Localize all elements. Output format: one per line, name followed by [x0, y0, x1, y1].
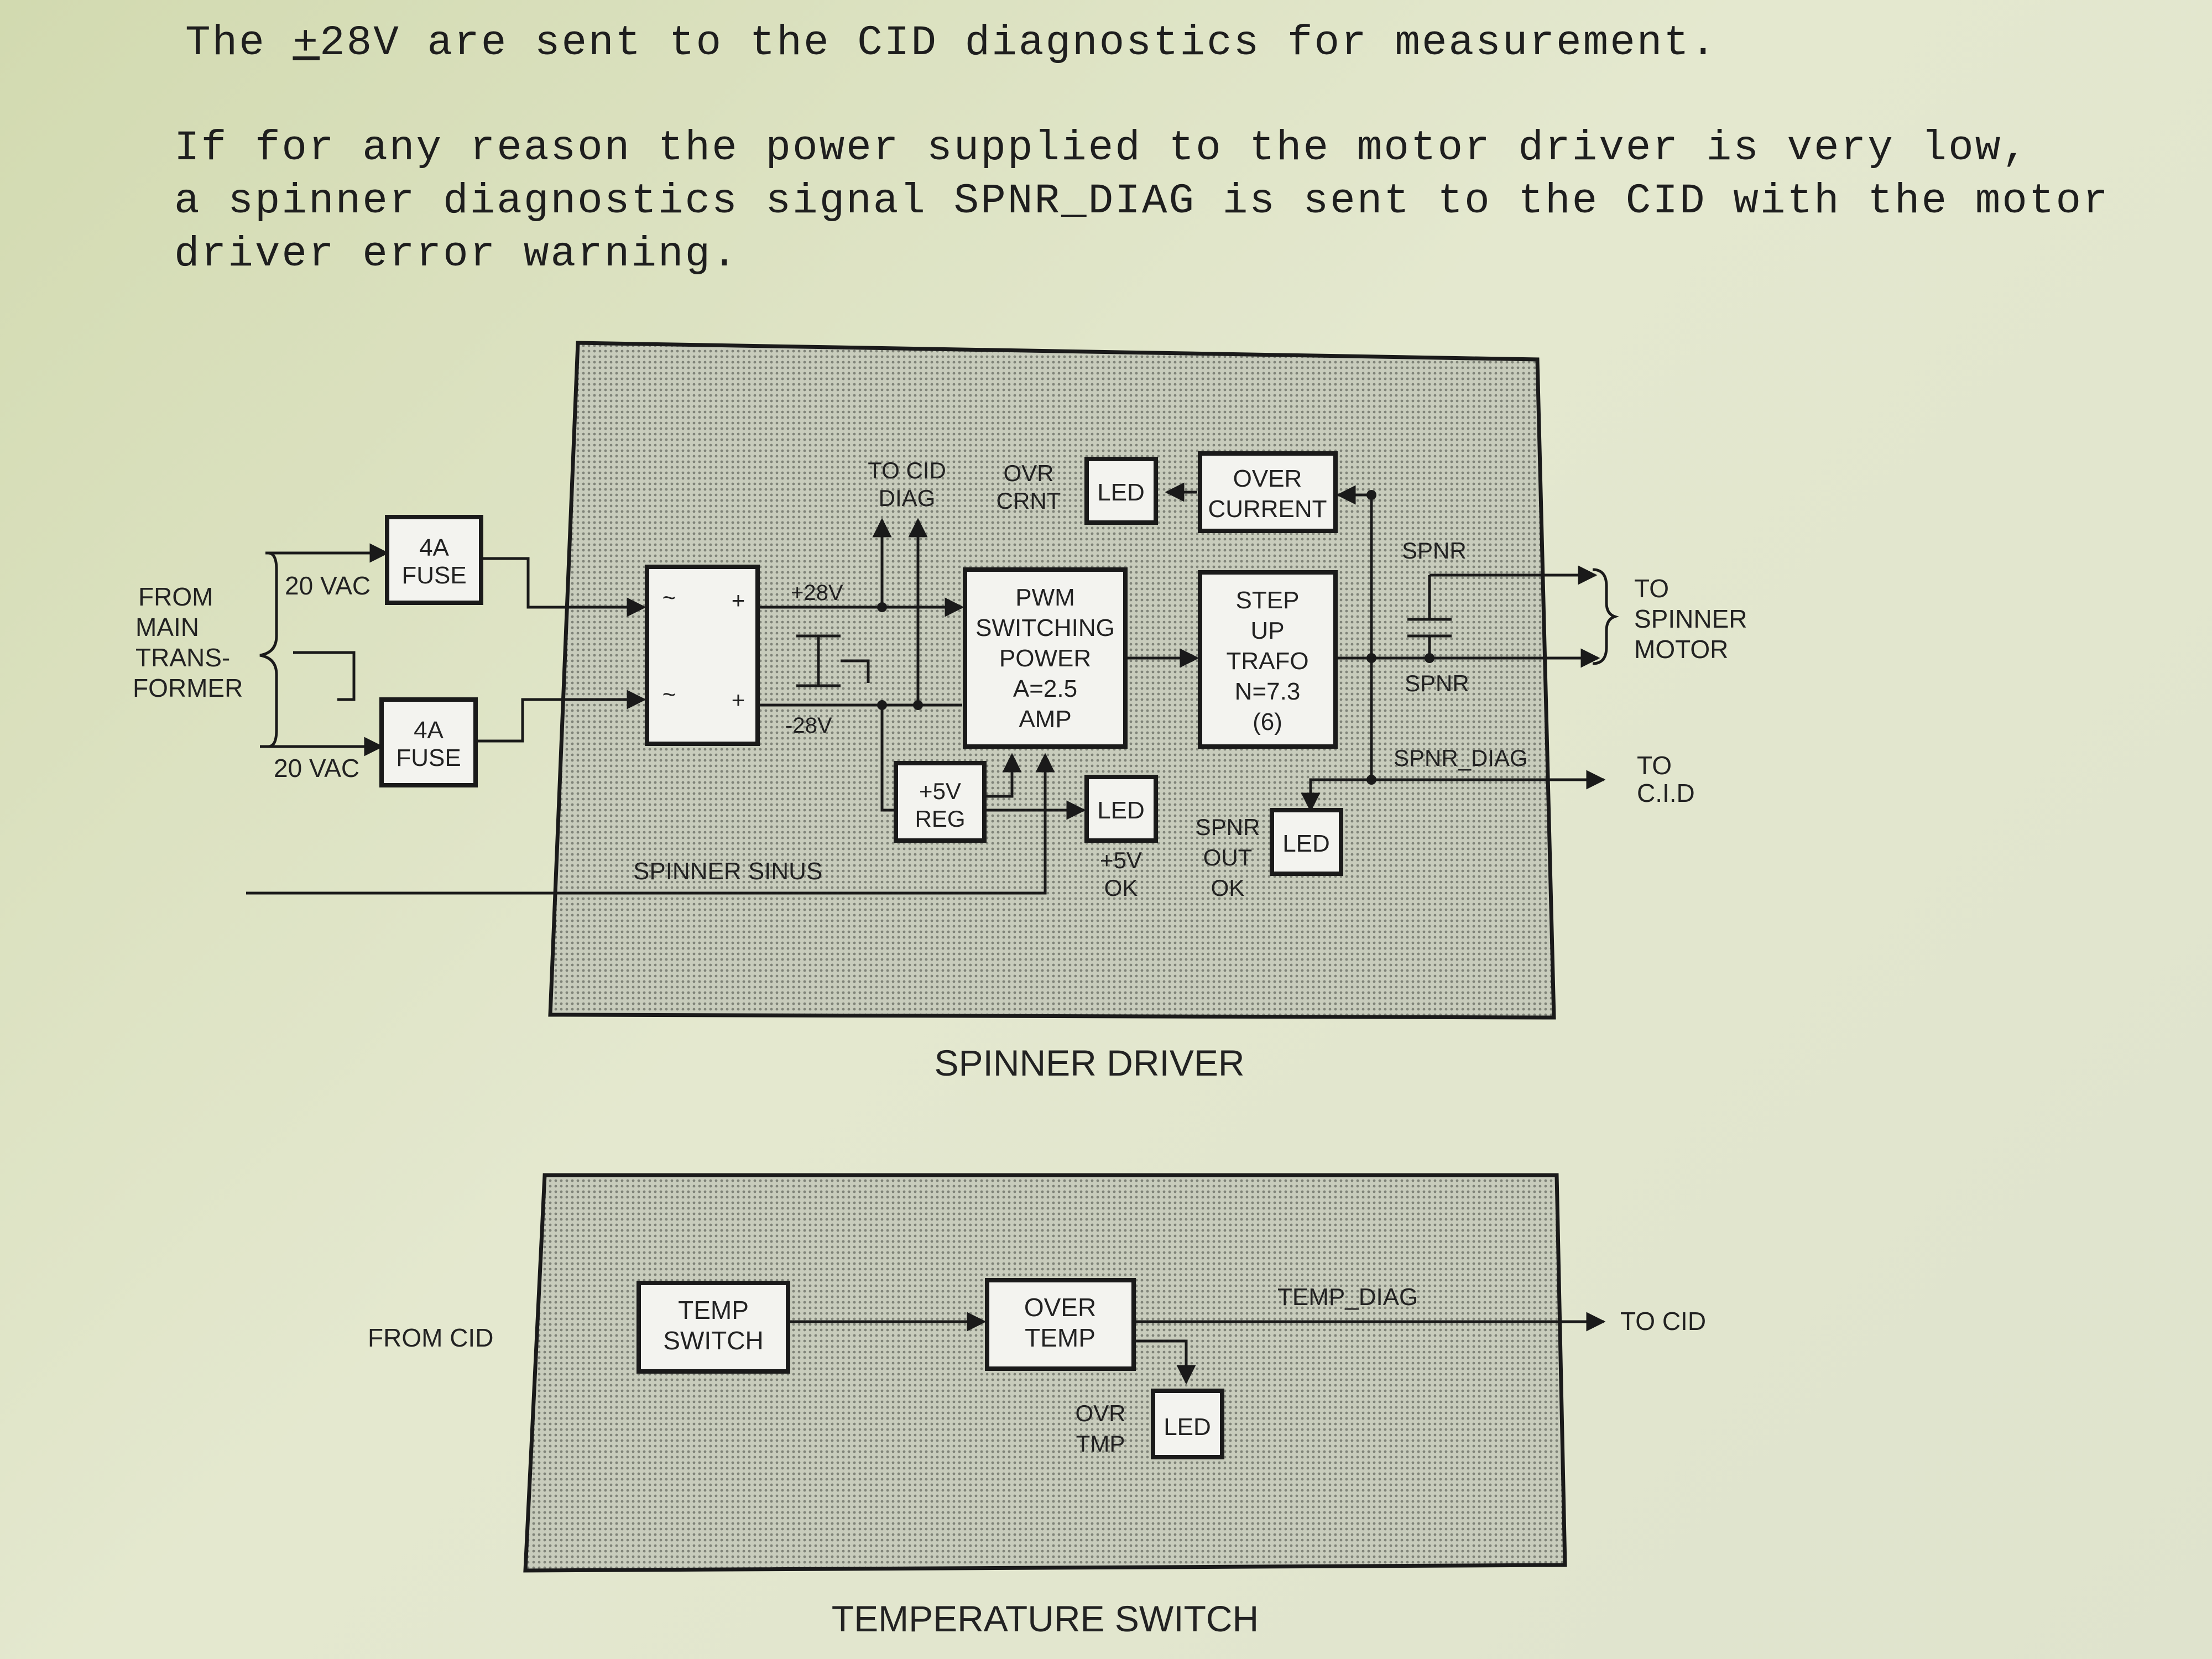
p1-text-b: 28V are sent to the CID diagnostics for … [320, 19, 1718, 67]
fuse-bottom-block: 4A FUSE [379, 697, 478, 787]
to-cid-label-2: C.I.D [1637, 779, 1695, 807]
fuse-top-label-2: FUSE [401, 562, 466, 589]
led-5v-ok-label: LED [1097, 797, 1145, 824]
spinner-sinus-label: SPINNER SINUS [633, 858, 822, 885]
reg-5v-label-1: +5V [919, 778, 961, 804]
pwm-label-3: POWER [999, 645, 1091, 672]
fuse-bottom-label-2: FUSE [396, 744, 461, 771]
over-current-block: OVER CURRENT [1198, 451, 1338, 533]
temperature-switch-shaded-area [523, 1173, 1567, 1573]
ovr-tmp-label-1: OVR [1075, 1400, 1125, 1426]
spinner-driver-diagram: 4A FUSE 4A FUSE ~ + ~ + PWM SWITCHING PO… [133, 341, 1747, 1083]
p2-line-2: a spinner diagnostics signal SPNR_DIAG i… [174, 178, 2110, 225]
over-current-label-2: CURRENT [1208, 495, 1327, 523]
spnr-top-label: SPNR [1402, 538, 1467, 564]
reg-5v-block: +5V REG [894, 761, 987, 843]
temp-diag-label: TEMP_DIAG [1277, 1284, 1418, 1311]
minus-28v-label: -28V [785, 713, 832, 738]
plus-28v-label: +28V [791, 581, 843, 605]
fuse-bottom-label-1: 4A [414, 717, 444, 744]
led-over-current: LED [1084, 457, 1158, 525]
rectifier-plus-bottom: + [732, 687, 745, 713]
temperature-switch-diagram: TEMP SWITCH OVER TEMP LED FROM CID TEMP_… [368, 1173, 1706, 1639]
spinner-driver-labels: FROM MAIN TRANS- FORMER 20 VAC 20 VAC +2… [133, 457, 1747, 1083]
ovr-crnt-label-2: CRNT [997, 488, 1061, 514]
from-cid-label: FROM CID [368, 1323, 493, 1352]
paragraph-28v: The +28V are sent to the CID diagnostics… [185, 17, 1718, 70]
spinner-driver-junctions [877, 490, 1434, 785]
temp-switch-label-2: SWITCH [663, 1326, 763, 1355]
fuse-top-label-1: 4A [419, 534, 449, 561]
to-cid-diag-label-2: DIAG [879, 485, 936, 511]
temp-switch-label-1: TEMP [678, 1296, 749, 1324]
temp-to-cid-label: TO CID [1620, 1307, 1706, 1335]
to-spinner-motor-label-2: SPINNER [1634, 604, 1747, 633]
to-spinner-motor-label-3: MOTOR [1634, 635, 1728, 664]
over-temp-label-1: OVER [1024, 1293, 1096, 1322]
spnr-bottom-label: SPNR [1405, 670, 1469, 696]
to-spinner-motor-label-1: TO [1634, 574, 1669, 603]
step-up-label-1: STEP [1236, 587, 1300, 614]
temperature-switch-labels: FROM CID TEMP_DIAG TO CID OVR TMP TEMPER… [368, 1284, 1706, 1639]
from-main-label-2: MAIN [135, 613, 199, 641]
from-main-label-1: FROM [138, 582, 213, 611]
paragraph-spnr-diag: If for any reason the power supplied to … [174, 122, 2110, 281]
spinner-driver-wires [246, 482, 1619, 895]
rectifier-ac-top: ~ [662, 585, 676, 611]
led-spnr-out-ok: LED [1270, 808, 1343, 876]
step-up-label-4: N=7.3 [1235, 678, 1301, 705]
spinner-driver-caption: SPINNER DRIVER [934, 1042, 1244, 1083]
led-5v-ok: LED [1084, 775, 1158, 843]
step-up-label-2: UP [1250, 617, 1284, 644]
ok-5v-label-2: OK [1104, 875, 1138, 901]
led-spnr-out-ok-label: LED [1282, 830, 1330, 857]
led-over-temp: LED [1151, 1389, 1224, 1459]
spnr-diag-label: SPNR_DIAG [1394, 745, 1528, 771]
led-over-temp-label: LED [1164, 1413, 1211, 1441]
vac-bottom-label: 20 VAC [274, 754, 359, 782]
temperature-switch-wires [788, 1312, 1606, 1385]
from-main-label-3: TRANS- [135, 643, 230, 672]
to-cid-diag-label-1: TO CID [868, 457, 946, 483]
step-up-label-5: (6) [1253, 708, 1282, 735]
pwm-switching-block: PWM SWITCHING POWER A=2.5 AMP [963, 567, 1128, 749]
temp-switch-block: TEMP SWITCH [637, 1281, 790, 1374]
rectifier-ac-bottom: ~ [662, 681, 676, 707]
spnr-out-ok-label-1: SPNR [1196, 814, 1260, 840]
ovr-tmp-label-2: TMP [1076, 1431, 1125, 1457]
pwm-label-1: PWM [1015, 584, 1075, 611]
ok-5v-label-1: +5V [1100, 847, 1142, 873]
p2-line-1: If for any reason the power supplied to … [174, 124, 2029, 172]
over-current-label-1: OVER [1233, 465, 1302, 492]
plus-minus-sign: + [293, 19, 320, 67]
p1-text-a: The [185, 19, 293, 67]
to-cid-label-1: TO [1637, 751, 1672, 780]
over-temp-label-2: TEMP [1025, 1323, 1095, 1352]
step-up-trafo-block: STEP UP TRAFO N=7.3 (6) [1198, 570, 1338, 749]
pwm-label-4: A=2.5 [1013, 675, 1077, 702]
temperature-switch-caption: TEMPERATURE SWITCH [832, 1598, 1259, 1639]
pwm-label-2: SWITCHING [975, 614, 1115, 641]
step-up-label-3: TRAFO [1226, 648, 1308, 675]
p2-line-3: driver error warning. [174, 231, 739, 278]
over-temp-block: OVER TEMP [985, 1278, 1136, 1371]
vac-top-label: 20 VAC [285, 571, 371, 600]
fuse-top-block: 4A FUSE [385, 515, 483, 605]
rectifier-plus-top: + [732, 587, 745, 613]
reg-5v-label-2: REG [915, 806, 965, 832]
led-over-current-label: LED [1097, 479, 1145, 506]
spnr-out-ok-label-3: OK [1211, 875, 1245, 901]
ovr-crnt-label-1: OVR [1003, 460, 1053, 486]
spnr-out-ok-label-2: OUT [1203, 844, 1253, 870]
pwm-label-5: AMP [1019, 706, 1071, 733]
rectifier-block: ~ + ~ + [645, 565, 760, 746]
from-main-label-4: FORMER [133, 674, 243, 702]
